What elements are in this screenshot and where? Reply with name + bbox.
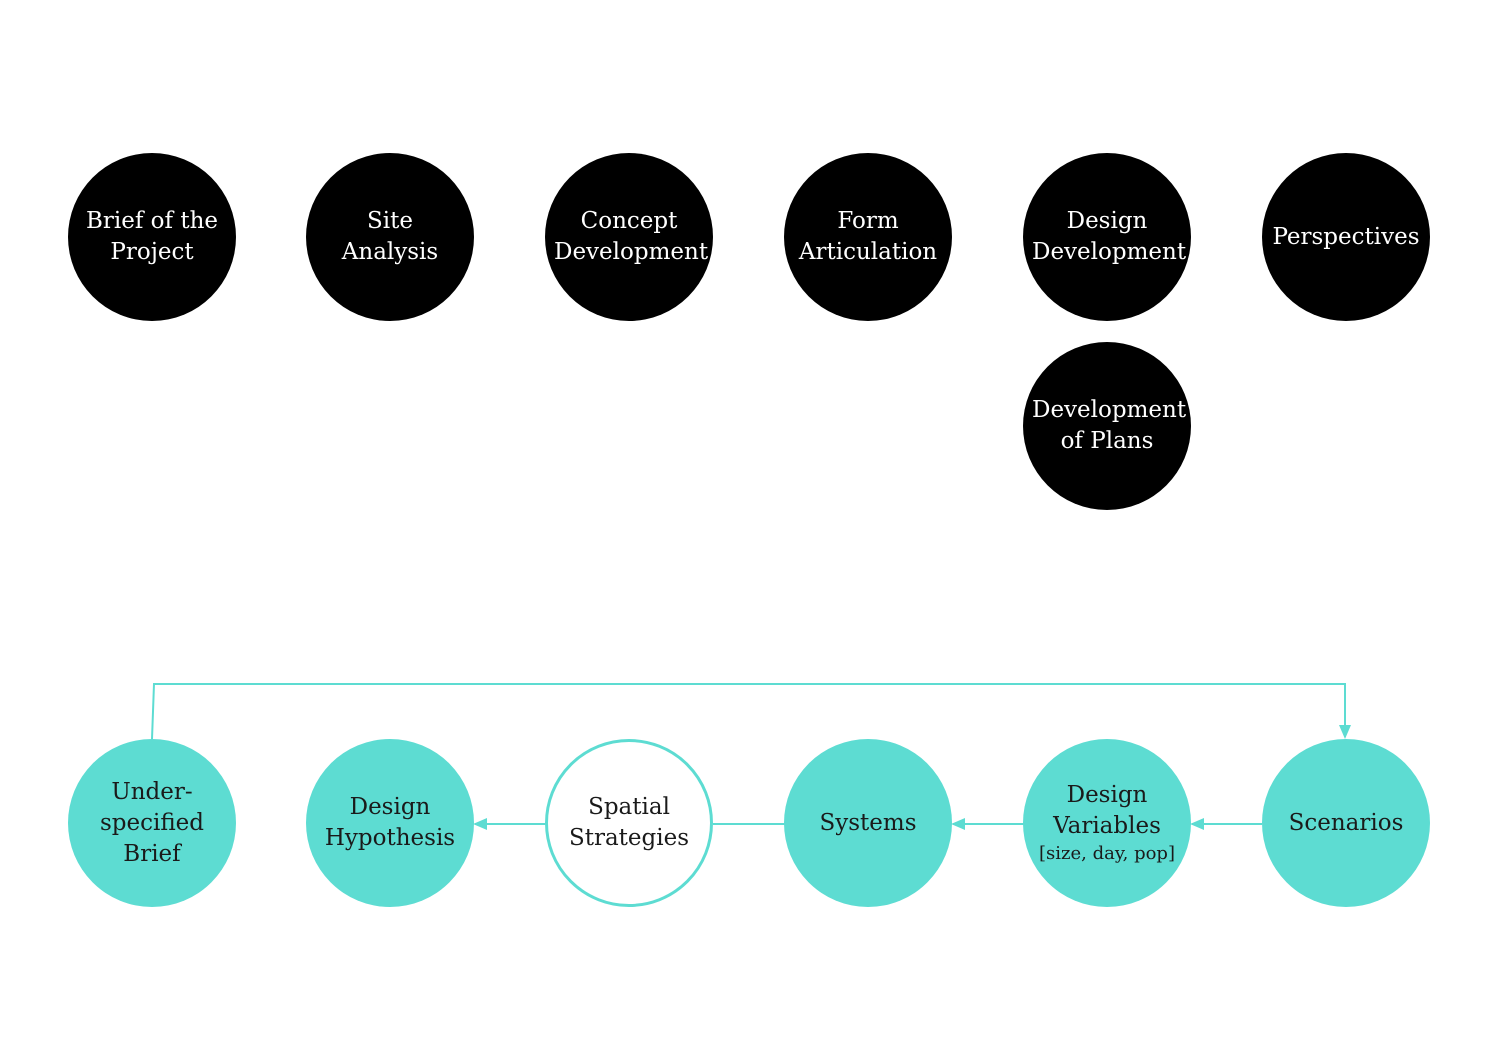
node-sublabel: [size, day, pop] bbox=[1039, 843, 1175, 864]
node-design-hypothesis: Design Hypothesis bbox=[306, 739, 474, 907]
node-label: Brief of the Project bbox=[85, 208, 219, 265]
node-label: Perspectives bbox=[1272, 223, 1420, 250]
node-perspectives: Perspectives bbox=[1262, 153, 1430, 321]
node-label: Scenarios bbox=[1288, 809, 1404, 836]
node-label-group: Design Variables [size, day, pop] bbox=[1032, 749, 1182, 897]
node-design-development: Design Development bbox=[1023, 153, 1191, 321]
node-concept-development: Concept Development bbox=[545, 153, 713, 321]
node-under-specified-brief: Under- specified Brief bbox=[68, 739, 236, 907]
node-design-variables: Design Variables [size, day, pop] bbox=[1023, 739, 1191, 907]
node-spatial-strategies: Spatial Strategies bbox=[545, 739, 713, 907]
node-label: Form Articulation bbox=[798, 208, 938, 265]
node-label: Systems bbox=[819, 809, 917, 836]
node-form-articulation: Form Articulation bbox=[784, 153, 952, 321]
node-label: Design Development bbox=[1032, 208, 1187, 265]
node-label: Development of Plans bbox=[1032, 397, 1187, 454]
node-label: Site Analysis bbox=[341, 208, 439, 265]
node-label: Design Hypothesis bbox=[324, 794, 456, 851]
edge-brief-to-scenarios bbox=[151, 683, 1351, 740]
node-scenarios: Scenarios bbox=[1262, 739, 1430, 907]
node-site-analysis: Site Analysis bbox=[306, 153, 474, 321]
node-label: Under- specified Brief bbox=[99, 778, 205, 867]
node-label: Concept Development bbox=[554, 208, 709, 265]
node-development-of-plans: Development of Plans bbox=[1023, 342, 1191, 510]
node-brief-of-the-project: Brief of the Project bbox=[68, 153, 236, 321]
node-label: Spatial Strategies bbox=[568, 794, 690, 851]
node-systems: Systems bbox=[784, 739, 952, 907]
node-label: Design Variables bbox=[1053, 782, 1161, 839]
